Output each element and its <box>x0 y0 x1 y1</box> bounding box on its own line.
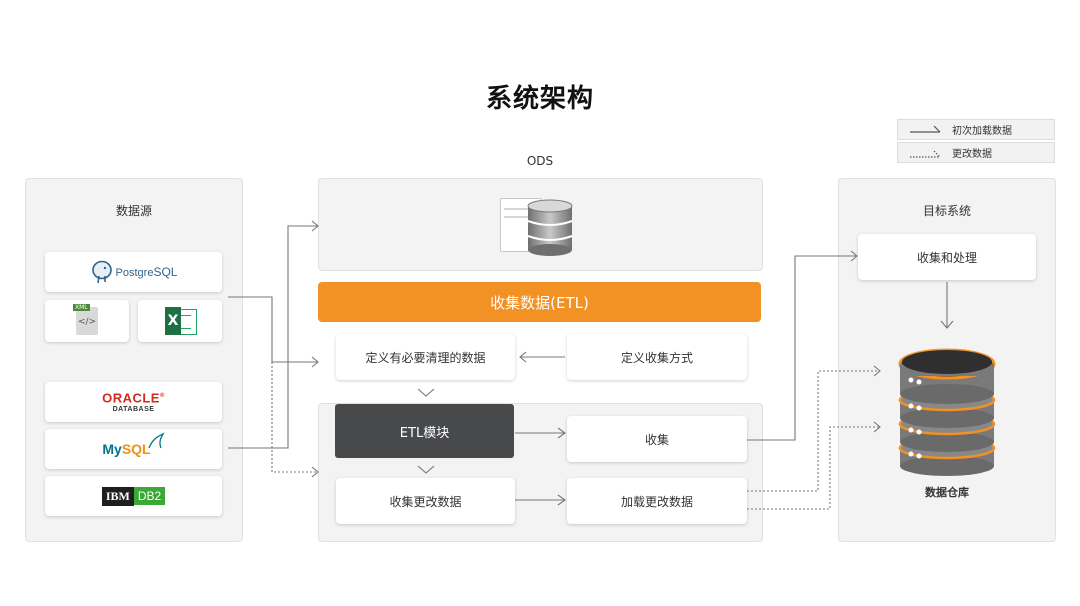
dotted-arrow-icon <box>910 150 941 158</box>
ibm-logo: IBM <box>101 486 134 506</box>
excel-icon: X <box>165 307 197 335</box>
etl-collect-bar: 收集数据(ETL) <box>318 282 761 322</box>
data-warehouse-icon <box>897 344 997 478</box>
load-changes-card: 加载更改数据 <box>567 478 747 524</box>
collect-changes-card: 收集更改数据 <box>336 478 515 524</box>
legend-change: 更改数据 <box>897 142 1055 163</box>
etl-module-card: ETL模块 <box>335 404 514 458</box>
chevron-down-icon-2 <box>417 465 435 474</box>
db2-logo: DB2 <box>133 487 166 505</box>
oracle-database-label: DATABASE <box>112 406 155 414</box>
mysql-dolphin-icon <box>148 432 165 449</box>
connector-mysql-to-ods <box>228 225 318 449</box>
legend-initial-load-label: 初次加载数据 <box>952 126 1012 137</box>
data-warehouse-label: 数据仓库 <box>925 486 969 499</box>
xml-file-icon: XML </> <box>73 304 98 335</box>
ods-label: ODS <box>526 154 554 168</box>
mysql-sql: SQL <box>121 441 151 457</box>
data-sources-header: 数据源 <box>115 204 152 218</box>
postgresql-source[interactable]: PostgreSQL <box>45 252 222 292</box>
legend-initial-load: 初次加载数据 <box>897 119 1055 140</box>
excel-letter: X <box>165 307 181 335</box>
xml-source[interactable]: XML </> <box>45 300 129 342</box>
connector-postgres-to-clean <box>228 296 318 363</box>
collect-card: 收集 <box>567 416 747 462</box>
mysql-my: My <box>102 441 122 457</box>
define-clean-data-card: 定义有必要清理的数据 <box>336 334 515 380</box>
define-collect-method-card: 定义收集方式 <box>567 334 747 380</box>
solid-arrow-icon <box>910 125 941 133</box>
xml-code-glyph: </> <box>77 317 97 327</box>
oracle-logo-text: ORACLE® <box>102 390 165 406</box>
excel-source[interactable]: X <box>138 300 222 342</box>
xml-badge: XML <box>73 304 90 311</box>
postgresql-elephant-icon <box>91 260 112 284</box>
connector-load-to-warehouse-2 <box>747 426 880 510</box>
collect-process-card: 收集和处理 <box>858 234 1036 280</box>
target-system-header: 目标系统 <box>922 204 971 218</box>
connector-sources-changes-dotted <box>271 362 318 473</box>
connector-load-to-warehouse-1 <box>747 370 880 492</box>
postgresql-label: PostgreSQL <box>115 265 178 279</box>
connector-collect-to-target <box>747 255 857 441</box>
chevron-down-icon <box>417 388 435 397</box>
ods-database-icon <box>500 194 576 256</box>
page-title: 系统架构 <box>485 84 594 114</box>
oracle-source[interactable]: ORACLE® DATABASE <box>45 382 222 422</box>
legend-change-label: 更改数据 <box>952 149 992 160</box>
